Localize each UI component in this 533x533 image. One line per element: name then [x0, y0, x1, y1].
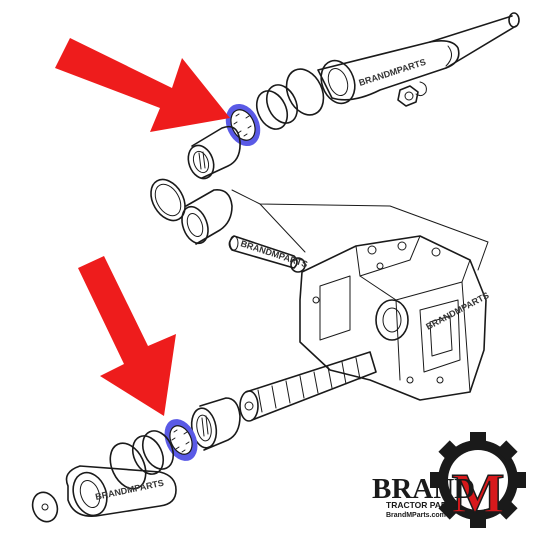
upper-nut-and-clip: [397, 81, 427, 107]
plunger-pin: BRANDMPARTS: [228, 235, 309, 273]
logo-subtitle: TRACTOR PARTS: [386, 500, 458, 510]
upper-bushing: [187, 125, 241, 180]
lower-red-arrow: [78, 256, 176, 416]
main-housing: BRANDMPARTS: [299, 235, 491, 401]
logo-website: BrandMParts.com: [386, 512, 446, 519]
watermark-pin: BRANDMPARTS: [239, 238, 309, 269]
watermark-housing: BRANDMPARTS: [424, 290, 490, 332]
lower-lift-arm: BRANDMPARTS: [65, 465, 177, 517]
lower-washer: [31, 491, 59, 523]
upper-highlighted-bearing: [225, 103, 261, 147]
logo-brand-word: BRAND: [372, 473, 475, 505]
middle-seal-rings: [150, 178, 233, 245]
gear-icon: [430, 432, 526, 528]
splined-cross-shaft: [239, 351, 377, 422]
logo-letter-m: M: [452, 463, 505, 525]
watermark-lower-arm: BRANDMPARTS: [94, 478, 164, 502]
upper-rings: [255, 68, 325, 130]
guide-line-upper: [231, 189, 489, 271]
brand-logo: M BRAND TRACTOR PARTS BrandMParts.com: [372, 432, 526, 528]
lower-rings: [109, 430, 175, 490]
guide-line-pin: [259, 203, 306, 253]
watermark-upper-arm: BRANDMPARTS: [358, 57, 428, 88]
upper-red-arrow: [55, 38, 230, 132]
